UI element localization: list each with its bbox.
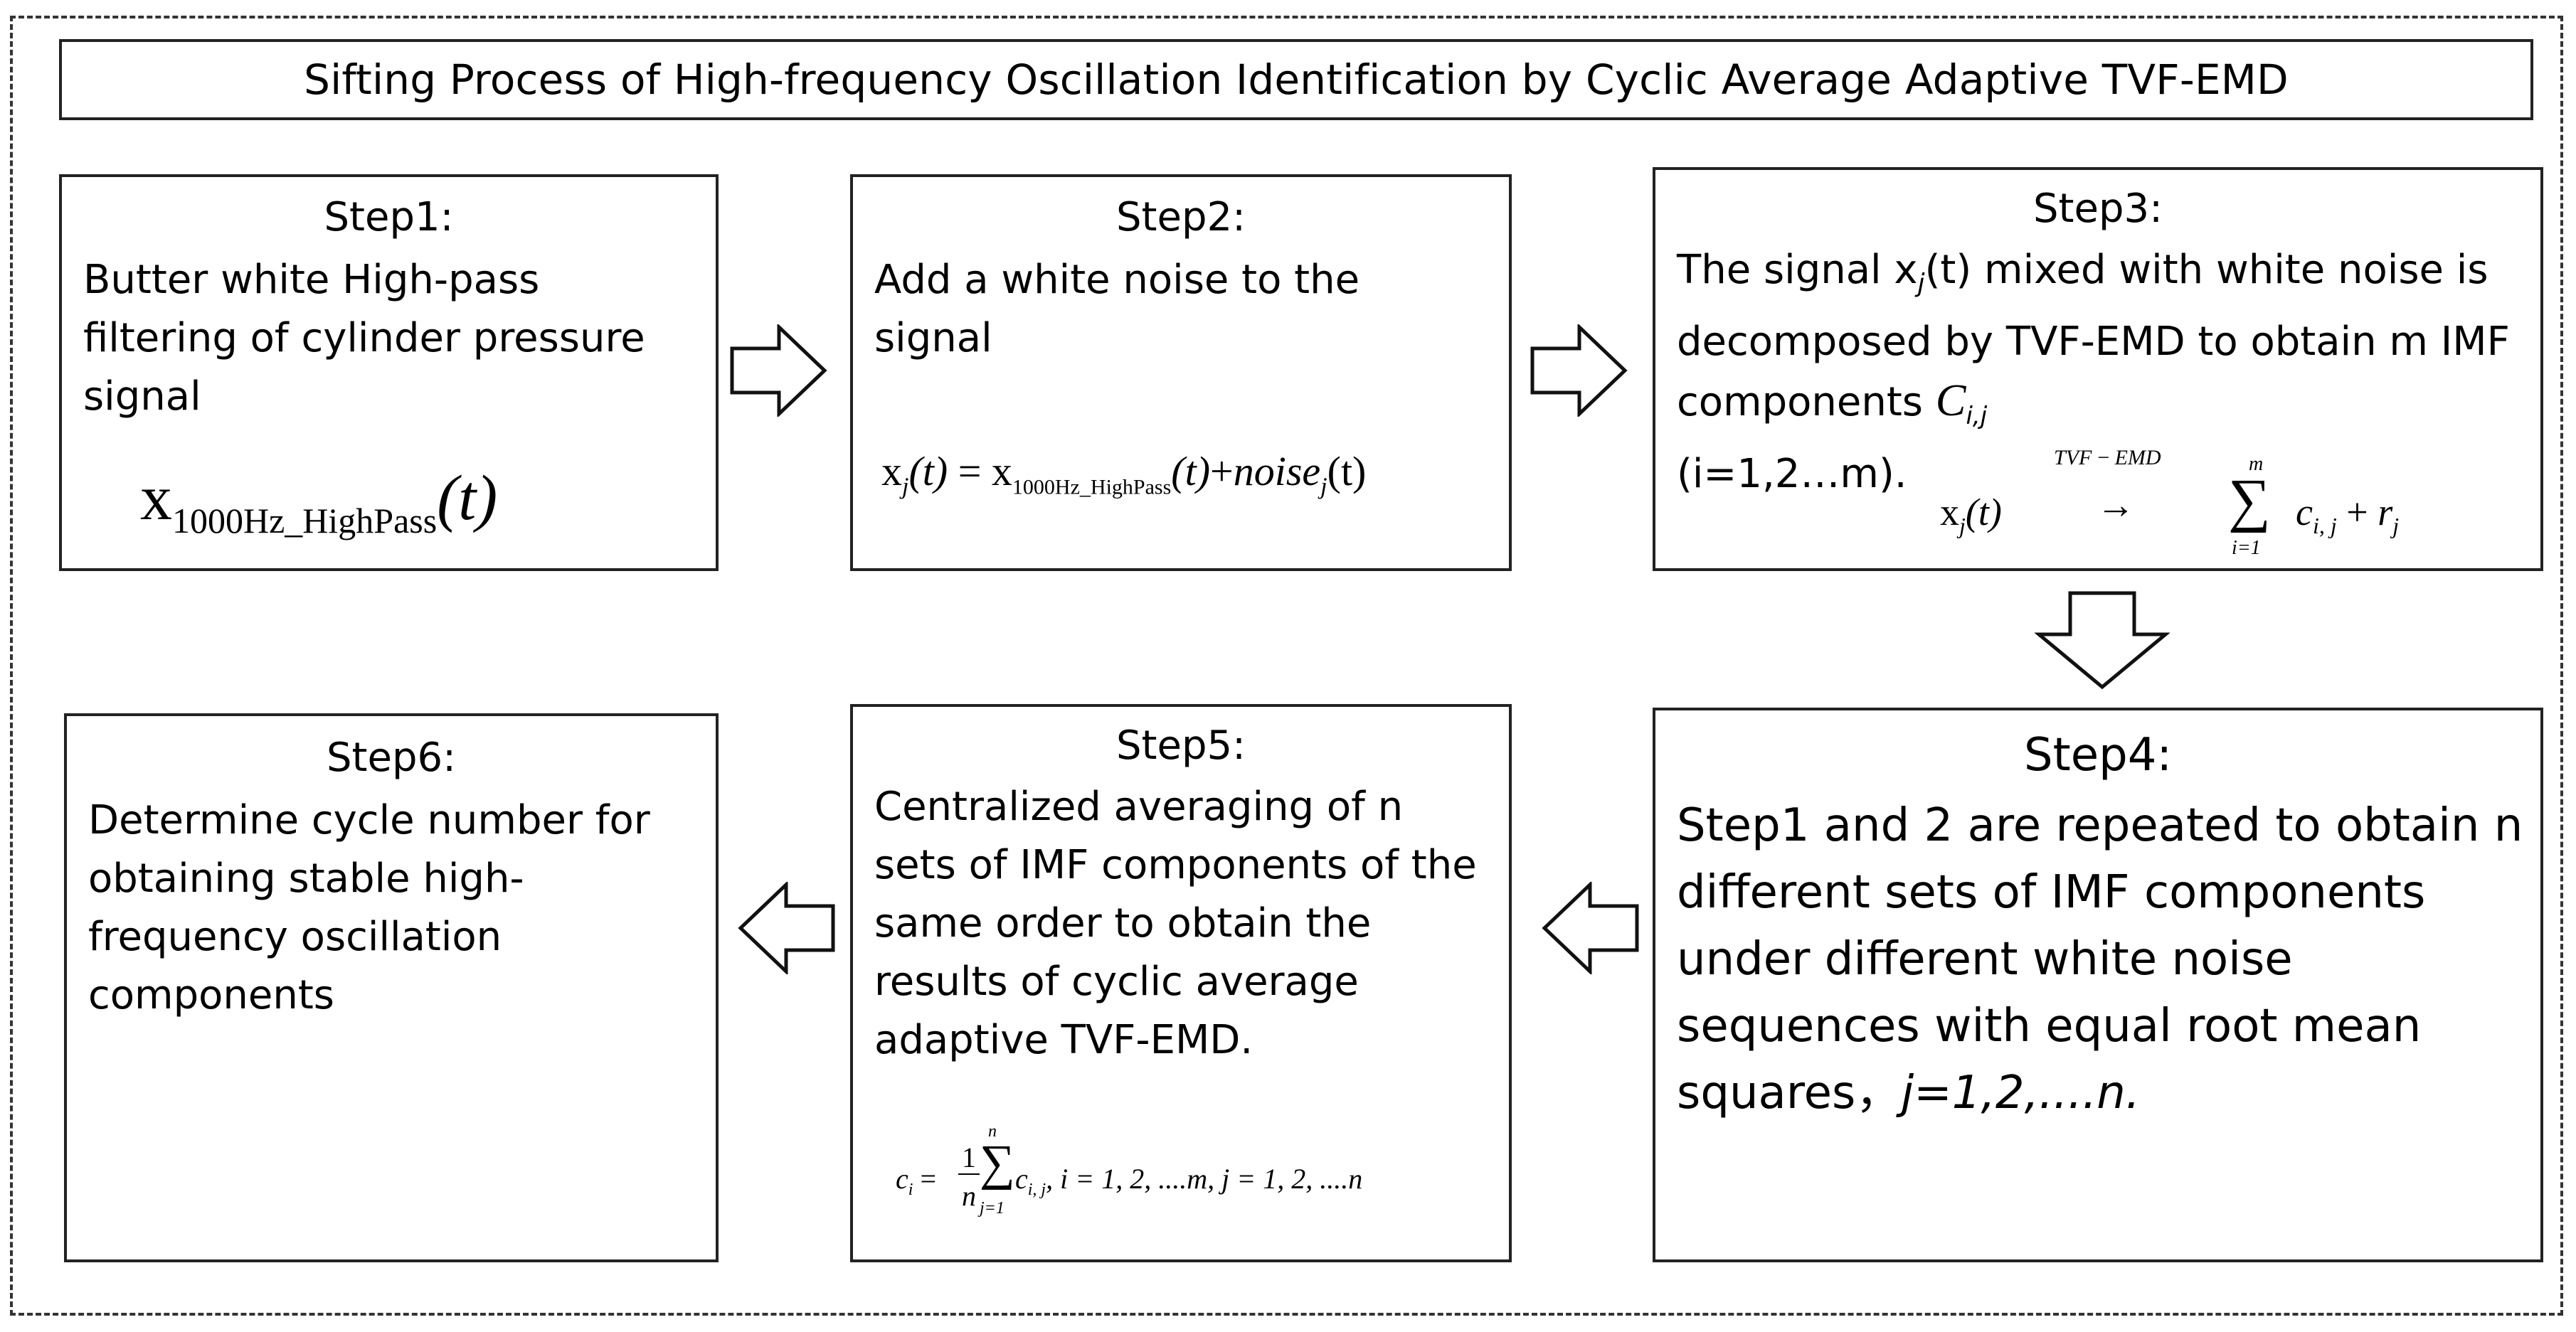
step3-title: Step3: [2033,186,2163,232]
step6-box: Step6: Determine cycle number for obtain… [64,713,719,1262]
step1-text: Butter white High-pass filtering of cyli… [83,257,645,420]
step4-title: Step4: [2024,729,2172,782]
step5-box: Step5: Centralized averaging of n sets o… [850,704,1512,1262]
step4-text: Step1 and 2 are repeated to obtain n dif… [1677,799,2523,1119]
outer-dashed-frame [10,16,2563,1316]
step2-title: Step2: [1116,194,1246,240]
step3-formula: xj(t) TVF − EMD → m ∑ i=1 ci, j + rj [1940,446,2400,559]
step2-text: Add a white noise to the signal [874,257,1360,361]
step3-box: Step3: The signal xj(t) mixed with white… [1653,167,2543,571]
step4-box: Step4: Step1 and 2 are repeated to obtai… [1653,708,2543,1262]
arrow-step4-to-step5 [1542,882,1639,974]
step1-title: Step1: [324,194,454,240]
step1-formula: x1000Hz_HighPass(t) [140,463,498,540]
step5-title: Step5: [1116,723,1246,769]
arrow-step5-to-step6 [738,882,835,974]
step1-box: Step1: Butter white High-pass filtering … [59,174,719,571]
diagram-title: Sifting Process of High-frequency Oscill… [304,55,2289,104]
arrow-step3-to-step4 [2035,591,2170,690]
step2-formula: xj(t) = x1000Hz_HighPass(t)+noisej(t) [881,448,1367,500]
arrow-step2-to-step3 [1530,324,1628,417]
arrow-step1-to-step2 [730,324,827,417]
step6-title: Step6: [327,735,456,781]
step2-box: Step2: Add a white noise to the signal x… [850,174,1512,571]
step5-text: Centralized averaging of n sets of IMF c… [874,784,1477,1063]
step6-text: Determine cycle number for obtaining sta… [88,797,650,1018]
step3-text: The signal xj(t) mixed with white noise … [1677,247,2510,498]
step5-formula: ci = 1 n n ∑ j=1 ci, j, i = 1, 2, ....m,… [896,1122,1363,1218]
diagram-title-box: Sifting Process of High-frequency Oscill… [59,39,2533,120]
